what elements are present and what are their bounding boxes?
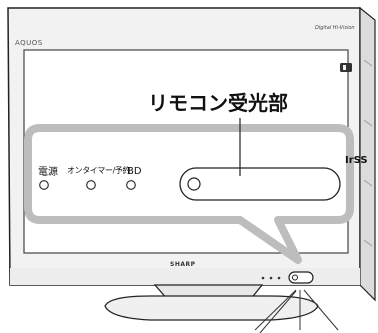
led-timer-label: オンタイマー/予約 [67, 166, 131, 175]
tv-bottom-strip [10, 268, 360, 285]
receiver-sensor-icon [187, 177, 201, 191]
led-power-icon [39, 180, 49, 190]
receiver-window [179, 167, 341, 201]
irss-label: IrSS [345, 155, 368, 166]
front-indicator-dots [261, 276, 281, 280]
logo-icon [340, 63, 352, 72]
led-bd-label: BD [127, 166, 142, 177]
maker-logo-text: SHARP [170, 261, 196, 268]
tv-side [359, 6, 376, 302]
beam-arrows [254, 289, 339, 333]
tv-side-hatching [363, 59, 373, 247]
callout-title: リモコン受光部 [148, 91, 288, 115]
led-bd-icon [126, 180, 136, 190]
model-label: Digital Hi-Vision [315, 25, 355, 31]
led-power-label: 電源 [38, 167, 58, 178]
led-timer-icon [86, 180, 96, 190]
remote-sensor-dot [292, 274, 298, 281]
brand-logo-text: AQUOS [15, 39, 43, 47]
